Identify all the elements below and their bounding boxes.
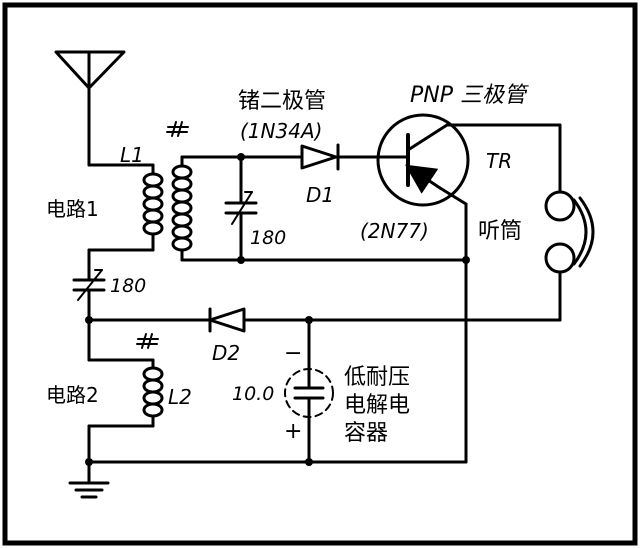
coil-l1-secondary xyxy=(171,155,468,262)
coil-l2 xyxy=(87,318,164,464)
germanium-diode-label: 锗二极管 xyxy=(238,89,326,114)
transistor-part-label: (2N77) xyxy=(360,219,429,243)
circuit1-label: 电路1 xyxy=(46,197,99,221)
circuit2-label: 电路2 xyxy=(46,383,99,407)
tuning-capacitor-1 xyxy=(224,155,258,262)
ferrite-core-l2 xyxy=(136,333,159,349)
diode1-ref-label: D1 xyxy=(306,183,334,207)
electrolytic-desc-line2: 电解电 xyxy=(344,393,410,418)
polarity-minus-label: − xyxy=(284,341,302,366)
pnp-transistor xyxy=(376,113,470,207)
ferrite-core-l1 xyxy=(166,121,189,137)
earphone-label: 听筒 xyxy=(478,219,522,244)
coil-l1-primary xyxy=(87,163,164,269)
ground-icon xyxy=(68,460,110,499)
collector-wire xyxy=(464,123,562,194)
diode-d2 xyxy=(87,307,562,333)
diode2-ref-label: D2 xyxy=(212,341,240,365)
polarity-plus-label: + xyxy=(284,419,302,444)
diode-d1 xyxy=(239,143,398,171)
transistor-ref-label: TR xyxy=(486,149,512,173)
electrolytic-desc-line1: 低耐压 xyxy=(344,365,410,390)
transistor-title-label: PNP 三极管 xyxy=(410,83,529,108)
cap-tuning2-value-label: 180 xyxy=(110,275,146,297)
tuning-capacitor-2 xyxy=(72,265,106,322)
electrolytic-desc-line3: 容器 xyxy=(344,421,388,446)
coil1-ref-label: L1 xyxy=(120,143,144,167)
junction-dots xyxy=(85,153,470,466)
electrolytic-capacitor xyxy=(284,318,334,464)
earphone-icon xyxy=(544,190,595,322)
antenna-icon xyxy=(54,50,126,167)
coil2-ref-label: L2 xyxy=(168,385,192,409)
cap-tuning1-value-label: 180 xyxy=(250,227,286,249)
electrolytic-value-label: 10.0 xyxy=(232,383,274,405)
diode1-part-label: (1N34A) xyxy=(240,119,322,143)
